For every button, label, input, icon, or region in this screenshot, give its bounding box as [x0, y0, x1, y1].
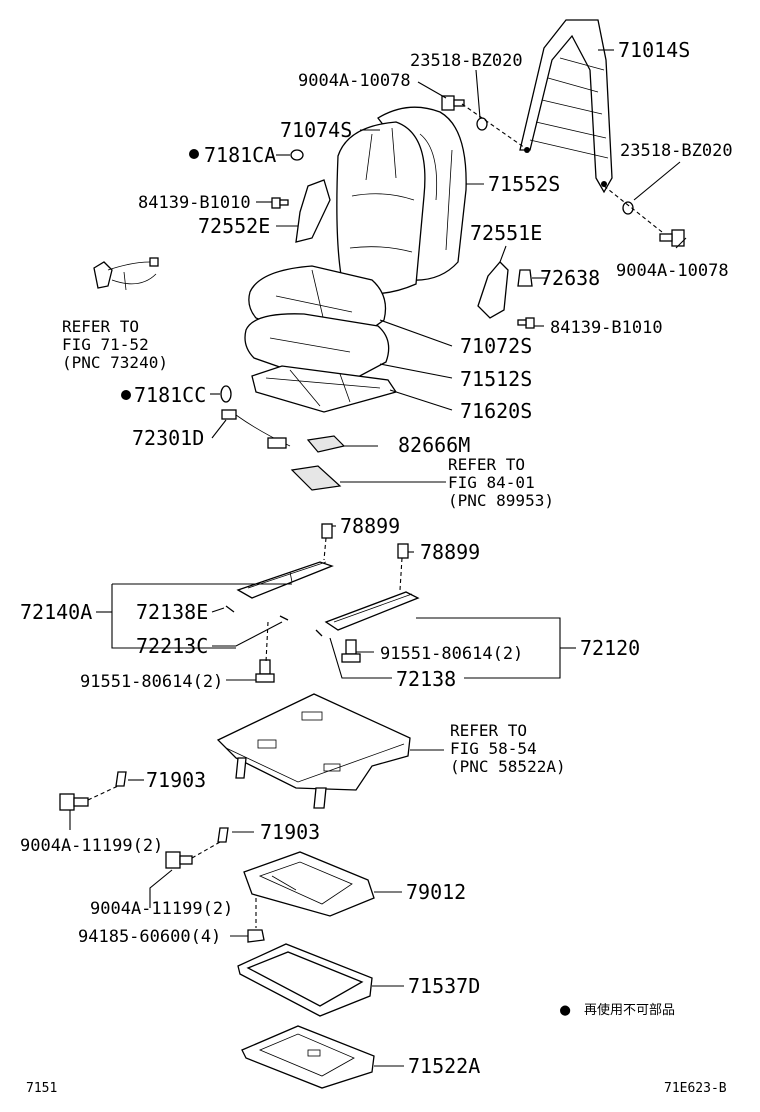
label-72138E: 72138E — [136, 600, 208, 624]
refer-line: FIG 84-01 — [448, 473, 535, 492]
frame-71537D-drawing — [237, 943, 373, 1017]
label-84139-left: 84139-B1010 — [138, 193, 251, 213]
screw-84139-right-drawing — [517, 317, 535, 329]
label-72138: 72138 — [396, 667, 456, 691]
seat-track-right-drawing — [315, 543, 420, 663]
label-23518-right: 23518-BZ020 — [620, 141, 733, 161]
refer-block-84-01: REFER TO FIG 84-01 (PNC 89953) — [448, 455, 554, 510]
harness-72301D-drawing — [221, 409, 291, 449]
washer-7181CA-drawing — [290, 149, 304, 161]
legend-symbol: ● — [560, 1000, 571, 1020]
label-91551-right: 91551-80614(2) — [380, 644, 523, 664]
harness-drawing — [93, 257, 159, 291]
legend: ● 再使用不可部品 — [560, 1000, 675, 1020]
label-79012: 79012 — [406, 880, 466, 904]
label-91551-left: 91551-80614(2) — [80, 672, 223, 692]
label-71620S: 71620S — [460, 399, 532, 423]
screw-84139-left-drawing — [271, 197, 289, 209]
bolt-9004A-right-drawing — [659, 229, 685, 247]
label-7181CA: 7181CA — [204, 143, 276, 167]
label-71072S: 71072S — [460, 334, 532, 358]
nut-94185-drawing — [247, 929, 265, 943]
side-cover-right-drawing — [477, 261, 509, 319]
refer-line: (PNC 89953) — [448, 491, 554, 510]
label-71074S: 71074S — [280, 118, 352, 142]
seat-base-drawing — [216, 693, 411, 809]
refer-line: REFER TO — [448, 455, 525, 474]
seat-back-pad-drawing — [336, 106, 467, 295]
label-72552E: 72552E — [198, 214, 270, 238]
refer-line: FIG 58-54 — [450, 739, 537, 758]
refer-line: REFER TO — [450, 721, 527, 740]
label-9004A-right: 9004A-10078 — [616, 261, 729, 281]
non-reusable-dot-icon — [189, 149, 199, 159]
label-7181CC: 7181CC — [134, 383, 206, 407]
label-72120: 72120 — [580, 636, 640, 660]
leader-lines — [69, 49, 687, 1067]
bolt-9004A-11199-a-drawing — [59, 793, 89, 811]
label-71522A: 71522A — [408, 1054, 480, 1078]
label-71903-a: 71903 — [146, 768, 206, 792]
side-cover-left-drawing — [295, 179, 331, 243]
label-84139-right: 84139-B1010 — [550, 318, 663, 338]
cover-71522A-drawing — [241, 1025, 375, 1089]
refer-line: REFER TO — [62, 317, 139, 336]
clip-71903-a-drawing — [115, 771, 127, 787]
tray-79012-drawing — [243, 851, 375, 917]
module-89953-drawing — [290, 465, 342, 491]
bolt-9004A-top-drawing — [441, 95, 465, 111]
label-72301D: 72301D — [132, 426, 204, 450]
label-72140A: 72140A — [20, 600, 92, 624]
knob-72638-drawing — [517, 269, 533, 287]
seat-cushion-frame-drawing — [251, 365, 398, 413]
label-71014S: 71014S — [618, 38, 690, 62]
footer-right-code: 71E623-B — [664, 1081, 727, 1096]
clip-71903-b-drawing — [217, 827, 229, 843]
label-94185: 94185-60600(4) — [78, 927, 221, 947]
washer-7181CC-drawing — [220, 385, 232, 403]
label-9004A-11199-b: 9004A-11199(2) — [90, 899, 233, 919]
label-71903-b: 71903 — [260, 820, 320, 844]
footer-left-code: 7151 — [26, 1081, 57, 1096]
washer-right-drawing — [622, 201, 634, 215]
label-9004A-11199-a: 9004A-11199(2) — [20, 836, 163, 856]
label-72638: 72638 — [540, 266, 600, 290]
label-23518-top: 23518-BZ020 — [410, 51, 523, 71]
label-9004A-top: 9004A-10078 — [298, 71, 411, 91]
label-71512S: 71512S — [460, 367, 532, 391]
seat-cushion-pad-drawing — [244, 313, 390, 381]
refer-block-71-52: REFER TO FIG 71-52 (PNC 73240) — [62, 317, 168, 372]
refer-line: (PNC 73240) — [62, 353, 168, 372]
module-82666M-drawing — [306, 435, 346, 453]
legend-text: 再使用不可部品 — [584, 1002, 675, 1018]
part-labels: 71014S 23518-BZ020 9004A-10078 71074S 71… — [20, 38, 733, 1078]
label-71552S: 71552S — [488, 172, 560, 196]
label-71537D: 71537D — [408, 974, 480, 998]
seat-track-left-drawing — [225, 523, 334, 683]
label-78899-a: 78899 — [340, 514, 400, 538]
refer-line: FIG 71-52 — [62, 335, 149, 354]
non-reusable-dot-icon — [121, 390, 131, 400]
refer-block-58-54: REFER TO FIG 58-54 (PNC 58522A) — [450, 721, 566, 776]
seat-back-frame-drawing — [519, 19, 613, 194]
label-78899-b: 78899 — [420, 540, 480, 564]
refer-line: (PNC 58522A) — [450, 757, 566, 776]
label-72213C: 72213C — [136, 634, 208, 658]
bolt-9004A-11199-b-drawing — [165, 851, 193, 869]
label-72551E: 72551E — [470, 221, 542, 245]
label-82666M: 82666M — [398, 433, 470, 457]
